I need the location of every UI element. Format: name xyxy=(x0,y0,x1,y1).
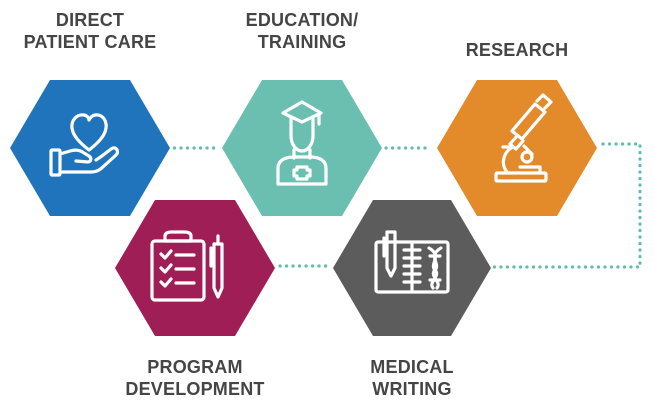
notebook-pen-dna-icon xyxy=(374,230,450,294)
connectors xyxy=(166,142,642,269)
label-medical-writing: MEDICAL WRITING xyxy=(370,357,454,399)
label-direct-patient-care: DIRECT PATIENT CARE xyxy=(23,10,157,52)
connector-research-to-writing xyxy=(492,142,642,269)
microscope-icon xyxy=(494,93,553,183)
hexagon-education-training xyxy=(222,80,382,216)
clipboard-checklist-pen-icon xyxy=(150,230,224,302)
label-research: RESEARCH xyxy=(465,40,569,60)
heart-hand-icon xyxy=(49,113,120,177)
graduate-doctor-icon xyxy=(276,100,328,186)
label-program-development: PROGRAM DEVELOPMENT xyxy=(125,357,265,399)
label-education-training: EDUCATION/ TRAINING xyxy=(245,10,359,52)
